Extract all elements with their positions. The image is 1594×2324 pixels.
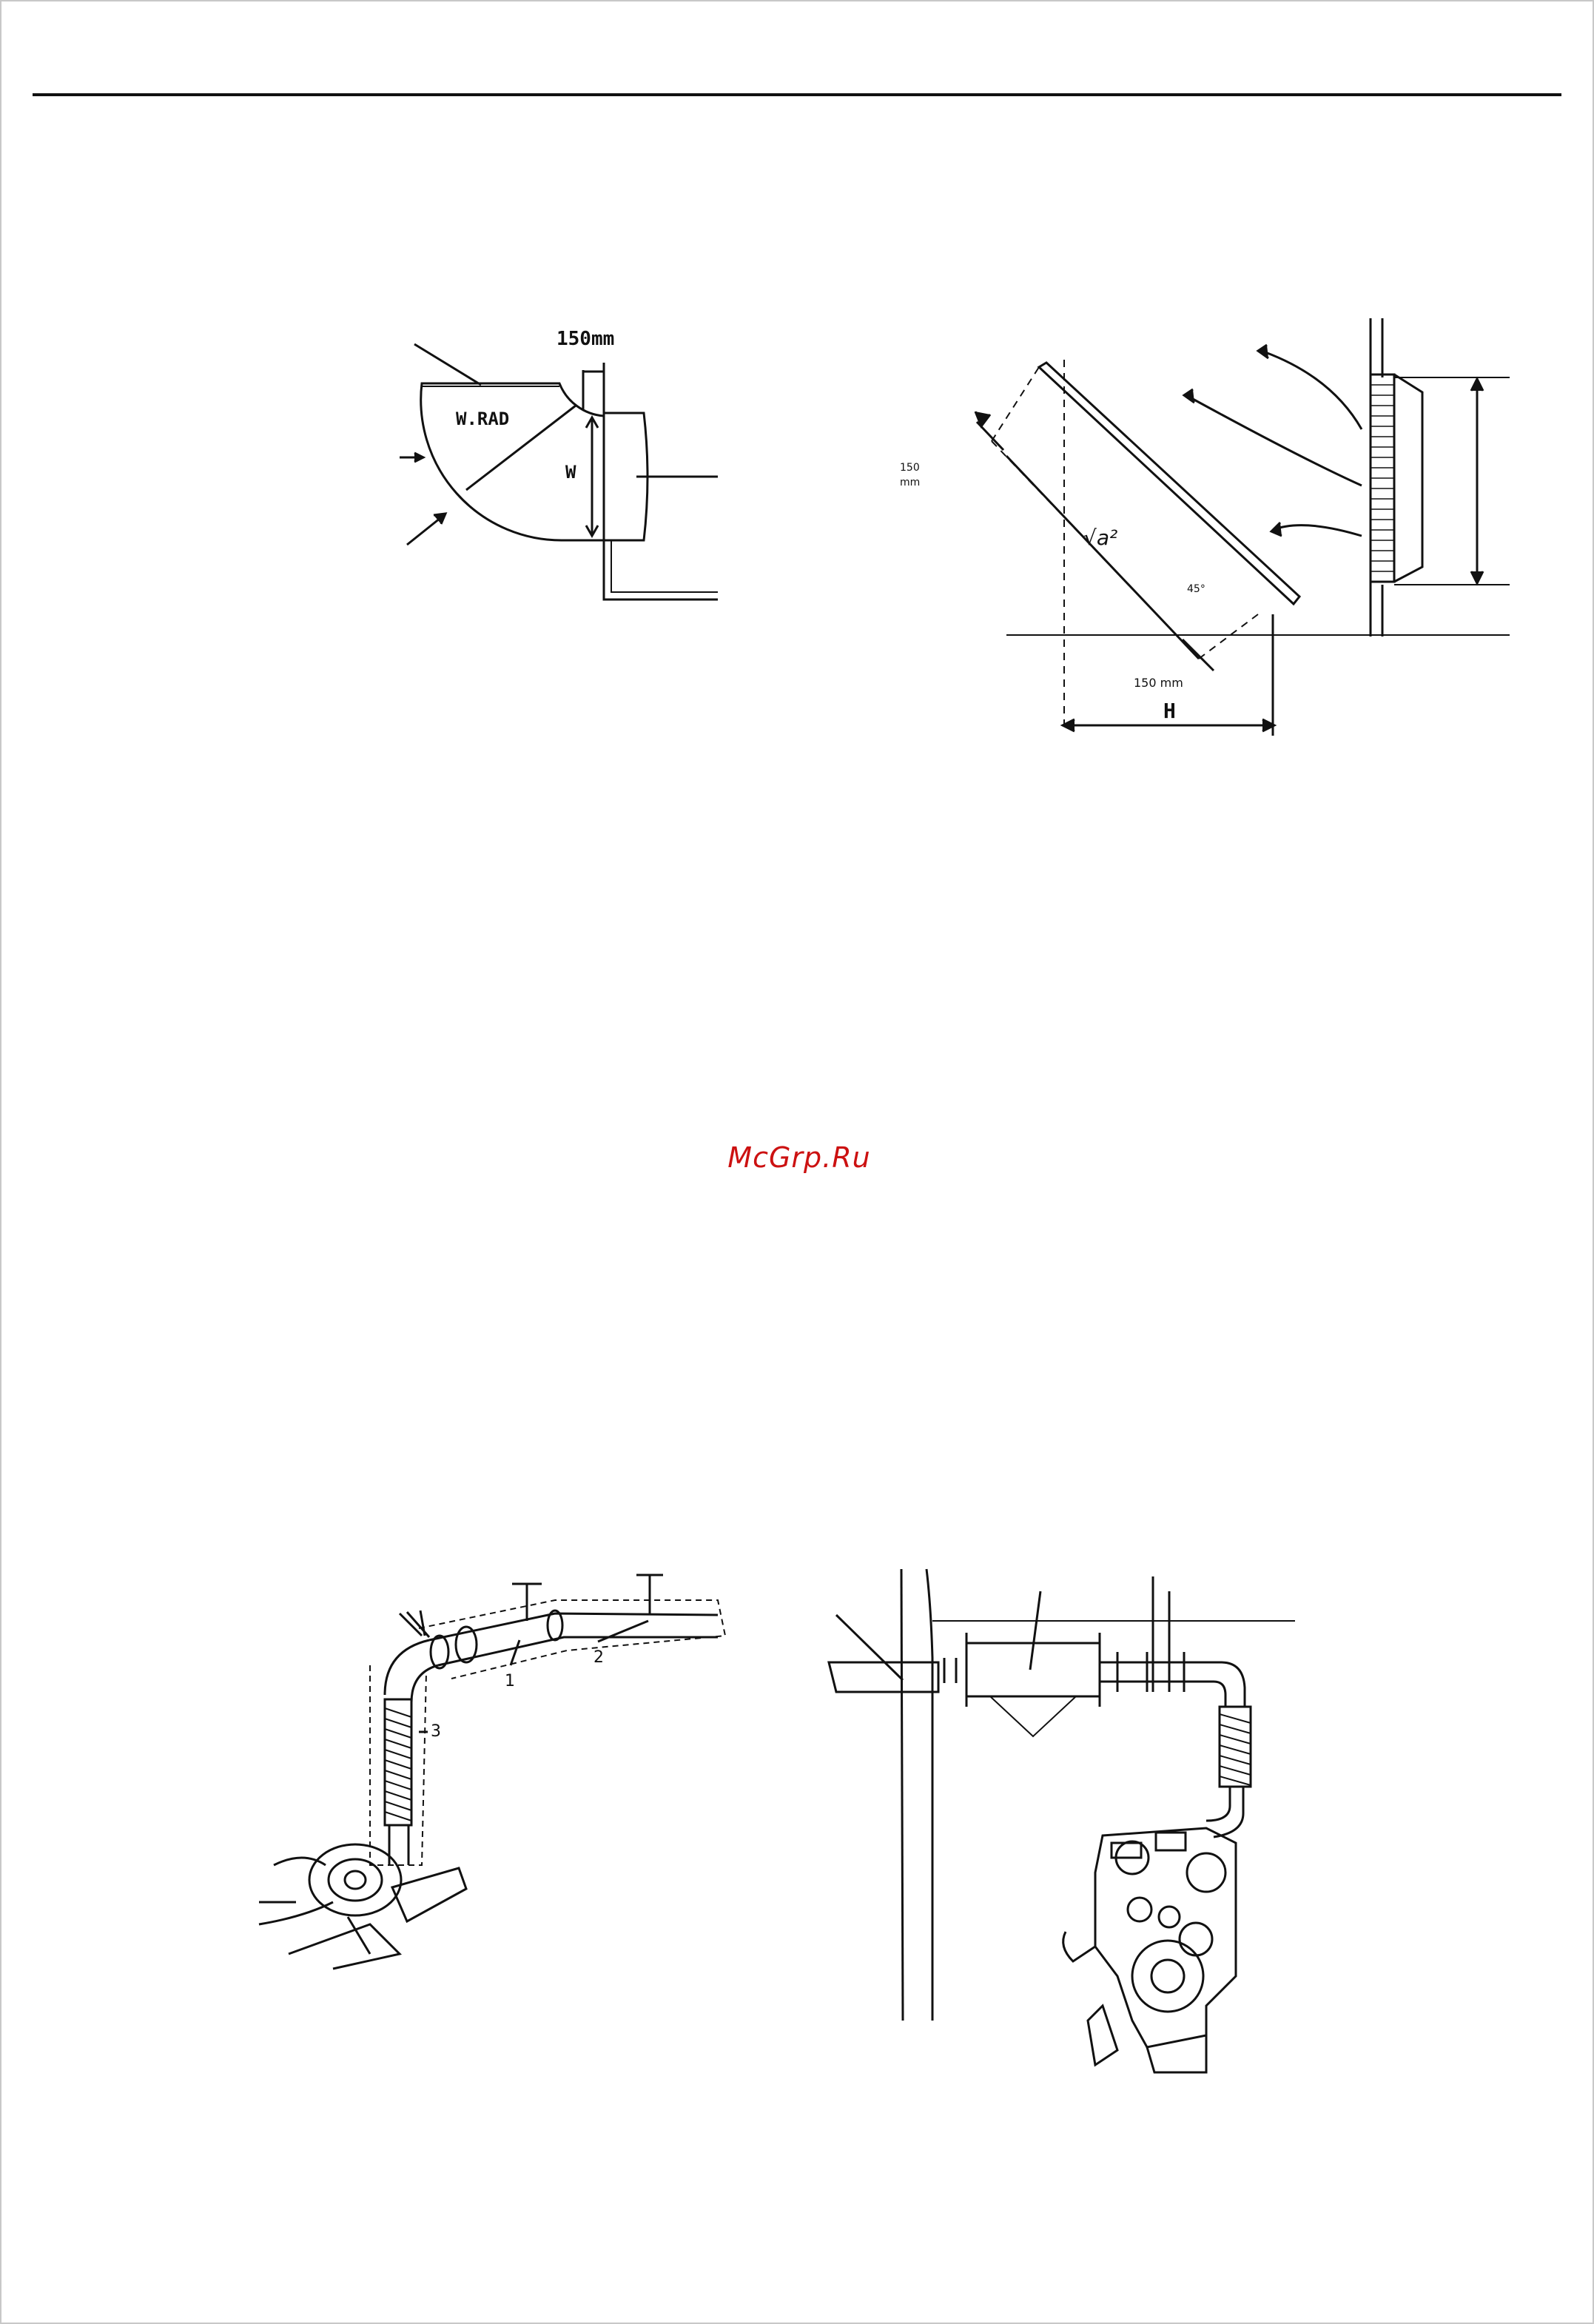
airflow-arrow — [1265, 352, 1362, 429]
bottom-offset-label: 150 mm — [1134, 676, 1183, 690]
diagonal-dimension — [1006, 456, 1199, 659]
discharge-duct-diagram: 150 mm √a² 45° 150 mm H — [888, 311, 1517, 748]
door-swing-arc — [421, 383, 604, 540]
swing-radius-label: W.RAD — [456, 409, 509, 429]
wall — [604, 540, 718, 600]
radiator-door-diagram: 150mm W.RAD W — [385, 318, 740, 614]
exhaust-piping-diagram: 1 2 3 — [244, 1554, 747, 1976]
airflow-arrow — [1273, 525, 1362, 536]
callout-2: 2 — [593, 1648, 604, 1667]
clearance-label: 150mm — [556, 328, 614, 350]
turbocharger — [309, 1844, 401, 1915]
height-label: H — [1163, 699, 1176, 723]
leader-line-top — [414, 344, 481, 385]
exhaust-wall-diagram — [821, 1562, 1310, 2080]
formula-label: √a² — [1083, 525, 1117, 550]
wall — [901, 1569, 903, 2021]
deflector-plate — [1039, 363, 1299, 604]
header-rule — [33, 93, 1561, 96]
angle-label: 45° — [1187, 583, 1205, 595]
top-offset-value: 150 — [900, 462, 920, 474]
top-offset-unit: mm — [900, 477, 920, 488]
watermark: McGrp.Ru — [666, 1141, 932, 1174]
engine — [1063, 1828, 1236, 2072]
callout-1: 1 — [505, 1672, 515, 1690]
callout-3: 3 — [431, 1722, 441, 1741]
width-label: W — [565, 462, 576, 483]
airflow-arrow — [1191, 398, 1362, 486]
